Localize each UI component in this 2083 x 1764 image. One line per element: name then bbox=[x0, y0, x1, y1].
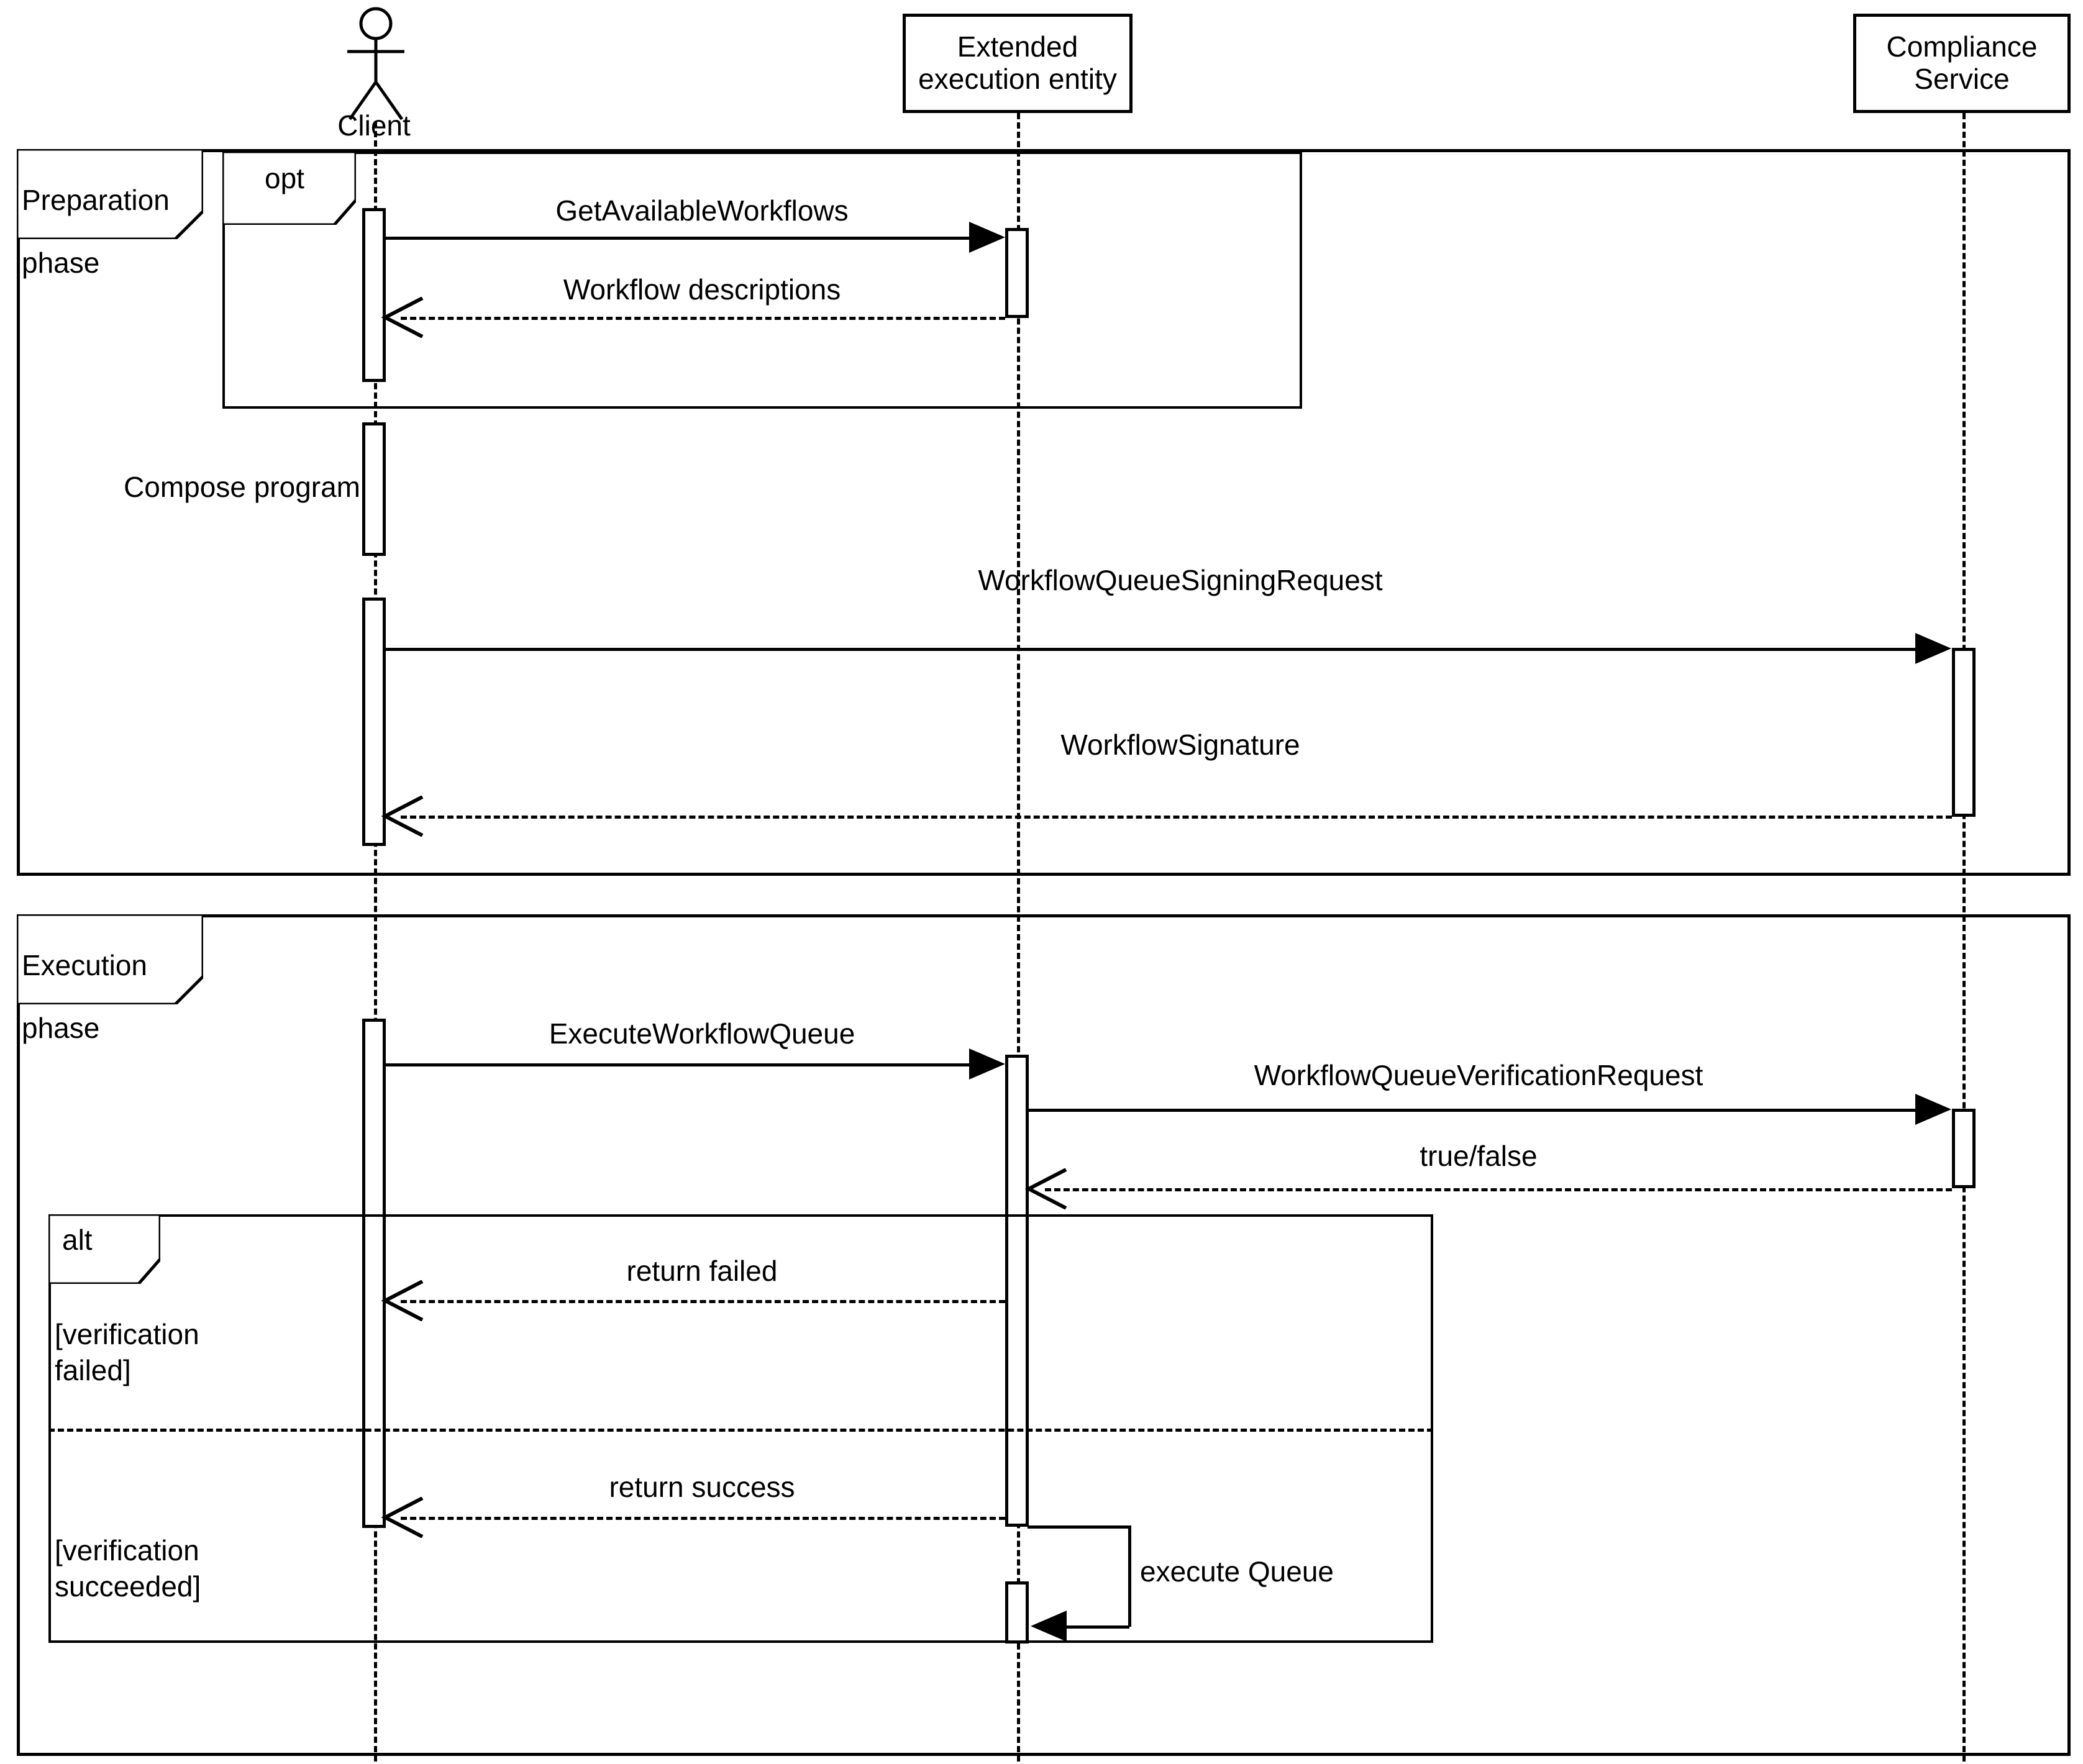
message-label-execute-workflow-queue: ExecuteWorkflowQueue bbox=[549, 1017, 855, 1050]
frame-label-execution: Execution phase bbox=[22, 918, 147, 1043]
participant-box-compliance-service: Compliance Service bbox=[1853, 14, 2071, 113]
activation-eee-execution bbox=[1005, 1055, 1029, 1527]
arrowhead-workflow-queue-signing-request bbox=[1915, 630, 1953, 670]
frame-execution-phase bbox=[17, 914, 2071, 1756]
message-line-workflow-queue-verification-request bbox=[1028, 1109, 1925, 1112]
activation-eee-1 bbox=[1005, 228, 1029, 318]
frame-label-opt: opt bbox=[265, 162, 304, 194]
message-label-workflow-queue-verification-request: WorkflowQueueVerificationRequest bbox=[1254, 1059, 1703, 1091]
lifeline-extended-execution-entity bbox=[1017, 113, 1020, 1762]
message-label-get-available-workflows: GetAvailableWorkflows bbox=[555, 194, 849, 227]
message-line-execute-queue-bottom bbox=[1066, 1625, 1129, 1629]
message-line-execute-workflow-queue bbox=[385, 1063, 990, 1066]
message-line-return-success bbox=[401, 1517, 1005, 1520]
message-label-workflow-signature: WorkflowSignature bbox=[1060, 729, 1300, 761]
participant-label-client: Client bbox=[337, 109, 411, 142]
guard-verification-succeeded: [verification succeeded] bbox=[55, 1533, 365, 1604]
activation-client-signing bbox=[362, 598, 386, 846]
arrowhead-workflow-signature bbox=[381, 795, 425, 840]
participant-label-eee-line2: execution entity bbox=[918, 63, 1117, 95]
actor-client-figure bbox=[320, 6, 432, 127]
frame-label-execution-line1: Execution bbox=[22, 948, 148, 981]
message-label-workflow-descriptions: Workflow descriptions bbox=[563, 273, 841, 306]
message-label-return-failed: return failed bbox=[626, 1255, 778, 1287]
message-label-true-false: true/false bbox=[1420, 1140, 1538, 1172]
message-label-execute-queue: execute Queue bbox=[1140, 1555, 1334, 1588]
alt-fragment-divider bbox=[48, 1429, 1433, 1432]
frame-preparation-phase bbox=[17, 149, 2071, 876]
guard-succeeded-line2: succeeded] bbox=[55, 1570, 201, 1603]
participant-label-compliance-line2: Service bbox=[1914, 63, 2010, 95]
frame-label-tab-alt: alt bbox=[48, 1214, 160, 1284]
arrowhead-return-success bbox=[381, 1496, 425, 1541]
arrowhead-execute-queue bbox=[1028, 1608, 1068, 1647]
frame-label-preparation: Preparation phase bbox=[22, 153, 170, 278]
message-label-return-success: return success bbox=[609, 1471, 795, 1503]
lifeline-client bbox=[374, 122, 377, 1762]
message-line-execute-queue-side bbox=[1128, 1525, 1131, 1627]
arrowhead-workflow-queue-verification-request bbox=[1915, 1091, 1953, 1130]
message-line-return-failed bbox=[401, 1300, 1005, 1303]
participant-label-compliance-line1: Compliance bbox=[1886, 30, 2038, 63]
guard-failed-line1: [verification bbox=[55, 1318, 199, 1350]
frame-label-alt: alt bbox=[62, 1224, 93, 1256]
activation-compliance-1 bbox=[1952, 648, 1976, 817]
message-line-workflow-signature bbox=[401, 816, 1952, 819]
frame-label-preparation-line2: phase bbox=[22, 246, 100, 279]
message-line-get-available-workflows bbox=[385, 237, 990, 240]
arrowhead-get-available-workflows bbox=[969, 219, 1006, 258]
frame-label-preparation-line1: Preparation bbox=[22, 183, 170, 216]
frame-label-execution-line2: phase bbox=[22, 1011, 100, 1044]
message-line-execute-queue-top bbox=[1028, 1525, 1130, 1529]
activation-client-1 bbox=[362, 208, 386, 382]
lifeline-compliance-service bbox=[1962, 113, 1966, 1762]
arrowhead-execute-workflow-queue bbox=[969, 1046, 1006, 1085]
message-line-workflow-descriptions bbox=[401, 317, 1005, 320]
arrowhead-workflow-descriptions bbox=[381, 296, 425, 341]
guard-failed-line2: failed] bbox=[55, 1353, 131, 1386]
message-label-compose-program: Compose program bbox=[124, 471, 360, 503]
message-line-true-false bbox=[1045, 1188, 1952, 1191]
guard-verification-failed: [verification failed] bbox=[55, 1317, 322, 1388]
activation-client-compose-program bbox=[362, 422, 386, 556]
activation-client-execution bbox=[362, 1019, 386, 1528]
frame-label-tab-preparation: Preparation phase bbox=[17, 149, 203, 278]
message-line-workflow-queue-signing-request bbox=[385, 648, 1925, 651]
message-label-workflow-queue-signing-request: WorkflowQueueSigningRequest bbox=[978, 564, 1383, 596]
activation-eee-execute-queue bbox=[1005, 1581, 1029, 1644]
guard-succeeded-line1: [verification bbox=[55, 1534, 199, 1566]
frame-label-tab-execution: Execution phase bbox=[17, 914, 203, 1043]
participant-label-eee-line1: Extended bbox=[957, 30, 1078, 63]
participant-box-extended-execution-entity: Extended execution entity bbox=[903, 14, 1133, 113]
frame-opt bbox=[222, 152, 1302, 409]
frame-label-tab-opt: opt bbox=[222, 152, 356, 225]
arrowhead-return-failed bbox=[381, 1280, 425, 1324]
activation-compliance-2 bbox=[1952, 1109, 1976, 1188]
arrowhead-true-false bbox=[1024, 1168, 1069, 1212]
